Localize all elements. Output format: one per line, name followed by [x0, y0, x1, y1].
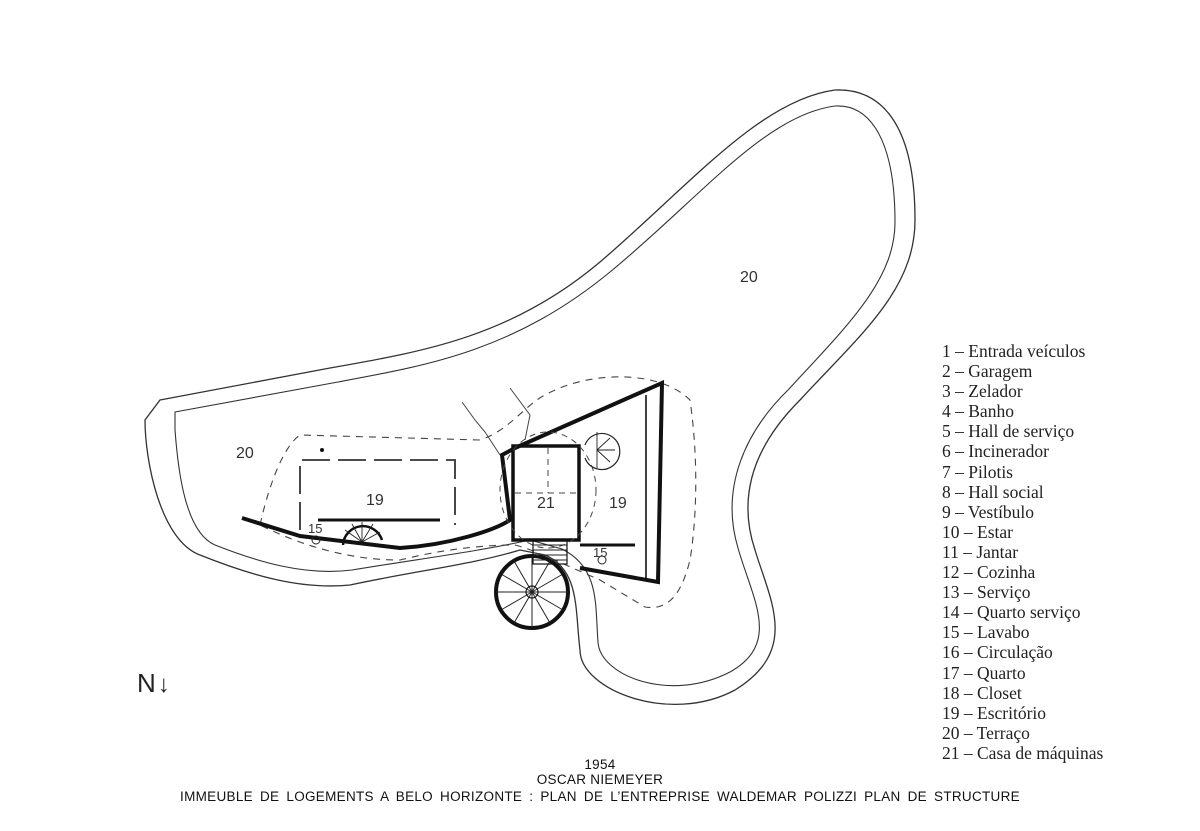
- spiral-stair-main: [494, 554, 570, 630]
- legend-item: 10 – Estar: [942, 521, 1013, 542]
- caption-author: OSCAR NIEMEYER: [536, 772, 664, 787]
- legend-item: 20 – Terraço: [942, 722, 1030, 743]
- legend-item: 18 – Closet: [942, 682, 1022, 703]
- core-room: [511, 444, 581, 542]
- office-left-frame: [299, 459, 456, 530]
- caption-year: 1954: [584, 757, 616, 772]
- legend-item: 9 – Vestíbulo: [942, 501, 1035, 522]
- column-dot: [320, 448, 324, 452]
- legend-item: 17 – Quarto: [942, 662, 1026, 683]
- legend-item: 1 – Entrada veículos: [942, 341, 1086, 361]
- legend-item: 2 – Garagem: [942, 361, 1033, 382]
- room-label-lavabo-left: 15: [308, 521, 322, 536]
- legend-item: 7 – Pilotis: [942, 461, 1013, 482]
- arrow-down-icon: ↓: [157, 671, 170, 698]
- legend-item: 12 – Cozinha: [942, 562, 1036, 583]
- legend-item: 4 – Banho: [942, 401, 1014, 422]
- legend-item: 14 – Quarto serviço: [942, 602, 1081, 623]
- terrace-outer-outline: [144, 89, 916, 705]
- legend-item: 13 – Serviço: [942, 582, 1031, 603]
- room-label-lavabo-right: 15: [593, 545, 607, 560]
- legend-item: 5 – Hall de serviço: [942, 421, 1075, 442]
- core-dashed-ring: [499, 431, 597, 549]
- structure-left-wall: [241, 446, 516, 551]
- slab-dashed-outline: [259, 376, 697, 609]
- room-label-terrace-right: 20: [740, 269, 758, 286]
- structure-right-wall: [514, 379, 665, 585]
- legend-item: 19 – Escritório: [942, 702, 1047, 723]
- sink-fixture-right: [597, 555, 607, 565]
- terrace-inner-outline: [174, 105, 896, 687]
- legend-item: 6 – Incinerador: [942, 441, 1049, 462]
- room-label-office-left: 19: [366, 492, 384, 509]
- legend-item: 15 – Lavabo: [942, 622, 1030, 643]
- legend-item: 11 – Jantar: [942, 541, 1019, 562]
- room-label-office-right: 19: [609, 495, 627, 512]
- room-label-terrace-left: 20: [236, 445, 254, 462]
- spiral-stair-small-left: [341, 522, 384, 546]
- stair-landing: [532, 539, 568, 565]
- access-lines: [461, 387, 531, 456]
- north-indicator: N↓: [137, 668, 170, 699]
- legend-item: 3 – Zelador: [942, 381, 1023, 402]
- legend-item: 21 – Casa de máquinas: [942, 742, 1104, 763]
- sink-fixture-left: [311, 535, 321, 545]
- legend-item: 16 – Circulação: [942, 642, 1053, 663]
- legend-item: 8 – Hall social: [942, 481, 1044, 502]
- legend-list: 1 – Entrada veículos 2 – Garagem 3 – Zel…: [942, 341, 1182, 763]
- caption-title: IMMEUBLE DE LOGEMENTS A BELO HORIZONTE :…: [180, 789, 1020, 804]
- room-label-machine-room: 21: [537, 495, 555, 512]
- north-letter: N: [137, 668, 156, 698]
- spiral-stair-small-right: [584, 432, 621, 471]
